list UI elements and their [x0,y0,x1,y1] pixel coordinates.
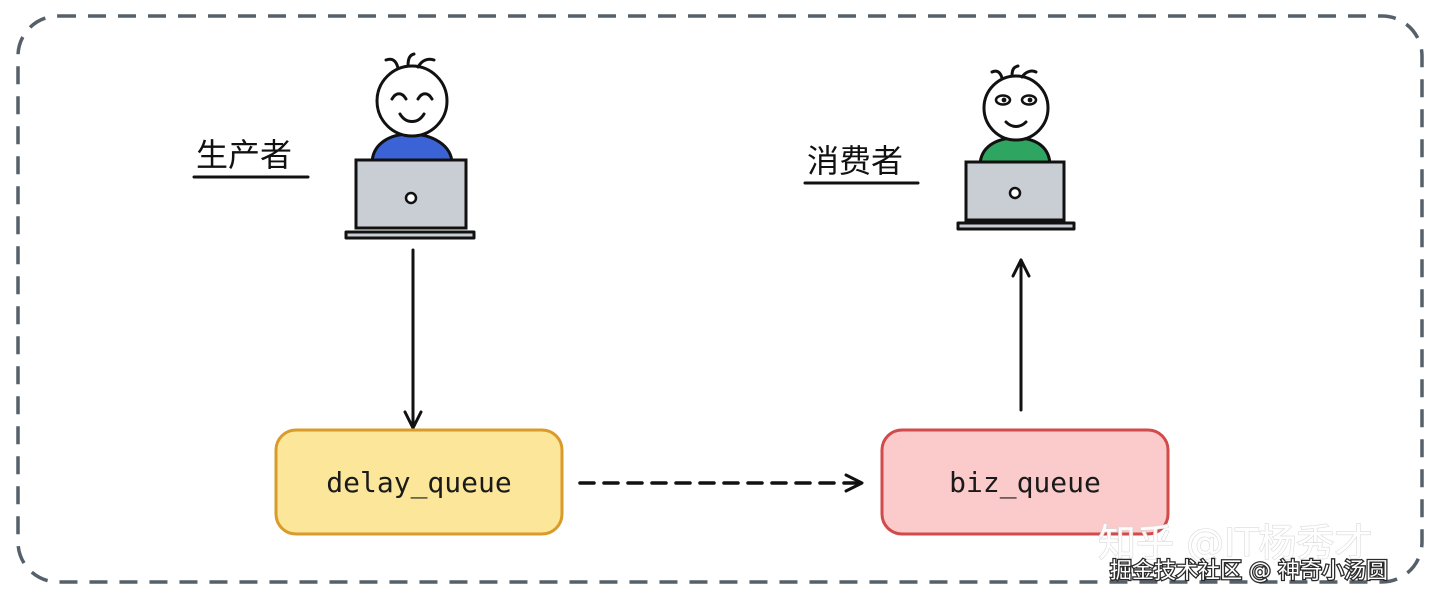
svg-text:消费者: 消费者 [807,142,903,180]
biz-queue-label: biz_queue [949,466,1101,500]
svg-text:生产者: 生产者 [196,136,292,174]
container-border [18,16,1422,582]
consumer-figure-icon [958,66,1074,229]
delay-queue-node: delay_queue [276,430,562,534]
consumer-label: 消费者 [805,142,918,183]
watermark-juejin: 掘金技术社区 @ 神奇小汤圆 [1110,559,1388,584]
delay-queue-label: delay_queue [326,466,511,500]
producer-figure-icon [346,54,474,238]
producer-label: 生产者 [194,136,308,177]
biz-queue-node: biz_queue [882,430,1168,534]
